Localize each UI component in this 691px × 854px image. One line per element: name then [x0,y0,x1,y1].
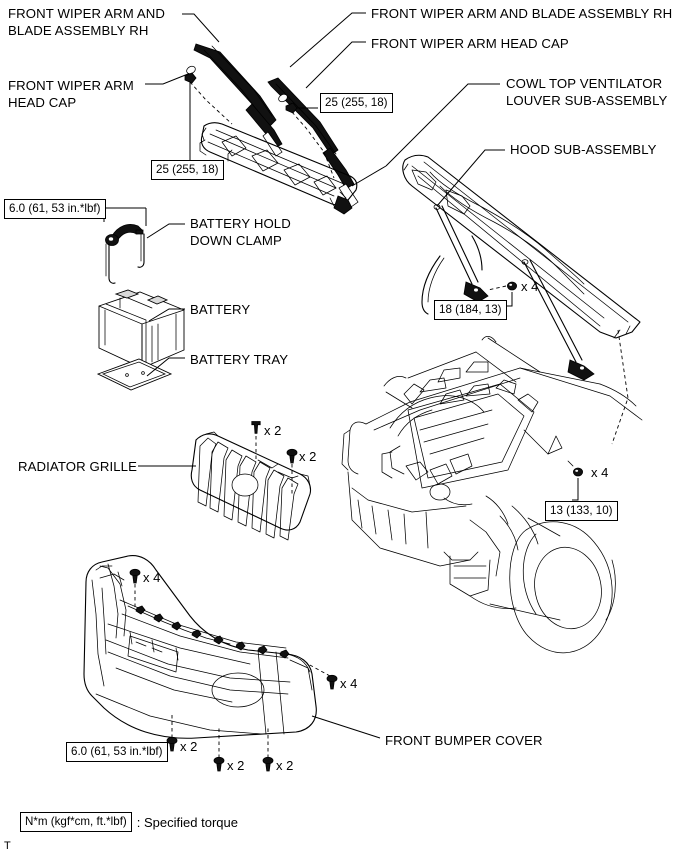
cowl-top-ventilator-louver-art [199,122,358,215]
corner-mark: T [4,840,11,852]
wiper-head-cap-lh-art [184,65,233,160]
engine-compartment-art [341,329,643,654]
battery-hold-down-clamp-art [103,207,147,284]
leader-battery [148,308,185,322]
label-battery-hold-down-clamp: BATTERY HOLD DOWN CLAMP [190,216,291,248]
battery-tray-art [96,358,173,391]
qty-grille-top: x 2 [264,423,282,438]
qty-bumper-lower-3: x 2 [276,758,294,773]
wiper-head-cap-rh-art [278,93,325,153]
qty-bumper-upper: x 4 [143,570,161,585]
label-battery-tray: BATTERY TRAY [190,352,289,367]
leader-clamp [146,223,185,239]
bumper-bolt-lower-3 [262,728,274,772]
bumper-bolt-side [307,663,338,690]
leader-lines-top-left [145,13,220,85]
legend-description: : Specified torque [136,814,238,830]
torque-box-wiper-lh: 25 (255, 18) [151,160,224,180]
qty-hood-bolts: x 4 [521,279,539,294]
label-front-bumper-cover: FRONT BUMPER COVER [385,733,543,748]
torque-box-engine: 13 (133, 10) [545,501,618,521]
leader-bumper-cover [311,715,381,739]
leader-lines-top-right [289,12,505,207]
dash-rh-wiper-cowl [323,151,335,179]
leader-cowl-body [351,165,387,187]
label-wiper-arm-head-cap-rh: FRONT WIPER ARM HEAD CAP [371,36,569,51]
engine-bolt-group [567,460,584,501]
qty-bumper-lower-2: x 2 [227,758,245,773]
label-battery: BATTERY [190,302,251,317]
qty-engine-bolts: x 4 [591,465,609,480]
legend-unit-box: N*m (kgf*cm, ft.*lbf) [20,812,132,832]
battery-art [98,289,185,369]
qty-bumper-side: x 4 [340,676,358,691]
label-cowl-top-ventilator: COWL TOP VENTILATOR LOUVER SUB-ASSEMBLY [506,76,668,108]
leader-battery-tray [146,357,185,377]
label-hood-sub-assembly: HOOD SUB-ASSEMBLY [510,142,657,157]
label-wiper-arm-head-cap-lh: FRONT WIPER ARM HEAD CAP [8,78,134,110]
grille-bolt-top [251,421,261,462]
label-wiper-arm-blade-lh: FRONT WIPER ARM AND BLADE ASSEMBLY RH [8,6,165,38]
qty-bumper-lower-1: x 2 [180,739,198,754]
qty-grille-side: x 2 [299,449,317,464]
bumper-bolt-upper [129,568,141,610]
hood-stay-rods-art [421,204,595,381]
torque-box-hood: 18 (184, 13) [434,300,507,320]
hood-sub-assembly-art [402,154,641,339]
torque-box-bumper: 6.0 (61, 53 in.*lbf) [66,742,168,762]
torque-box-battery-clamp: 6.0 (61, 53 in.*lbf) [4,199,106,219]
label-radiator-grille: RADIATOR GRILLE [18,459,137,474]
grille-bolt-side [286,448,298,494]
torque-box-wiper-rh: 25 (255, 18) [320,93,393,113]
bumper-bolt-lower-2 [213,726,225,772]
label-wiper-arm-blade-rh: FRONT WIPER ARM AND BLADE ASSEMBLY RH [371,6,673,21]
radiator-grille-art [190,431,312,541]
front-bumper-cover-art [83,555,317,739]
torque-legend: N*m (kgf*cm, ft.*lbf) : Specified torque [20,812,238,832]
